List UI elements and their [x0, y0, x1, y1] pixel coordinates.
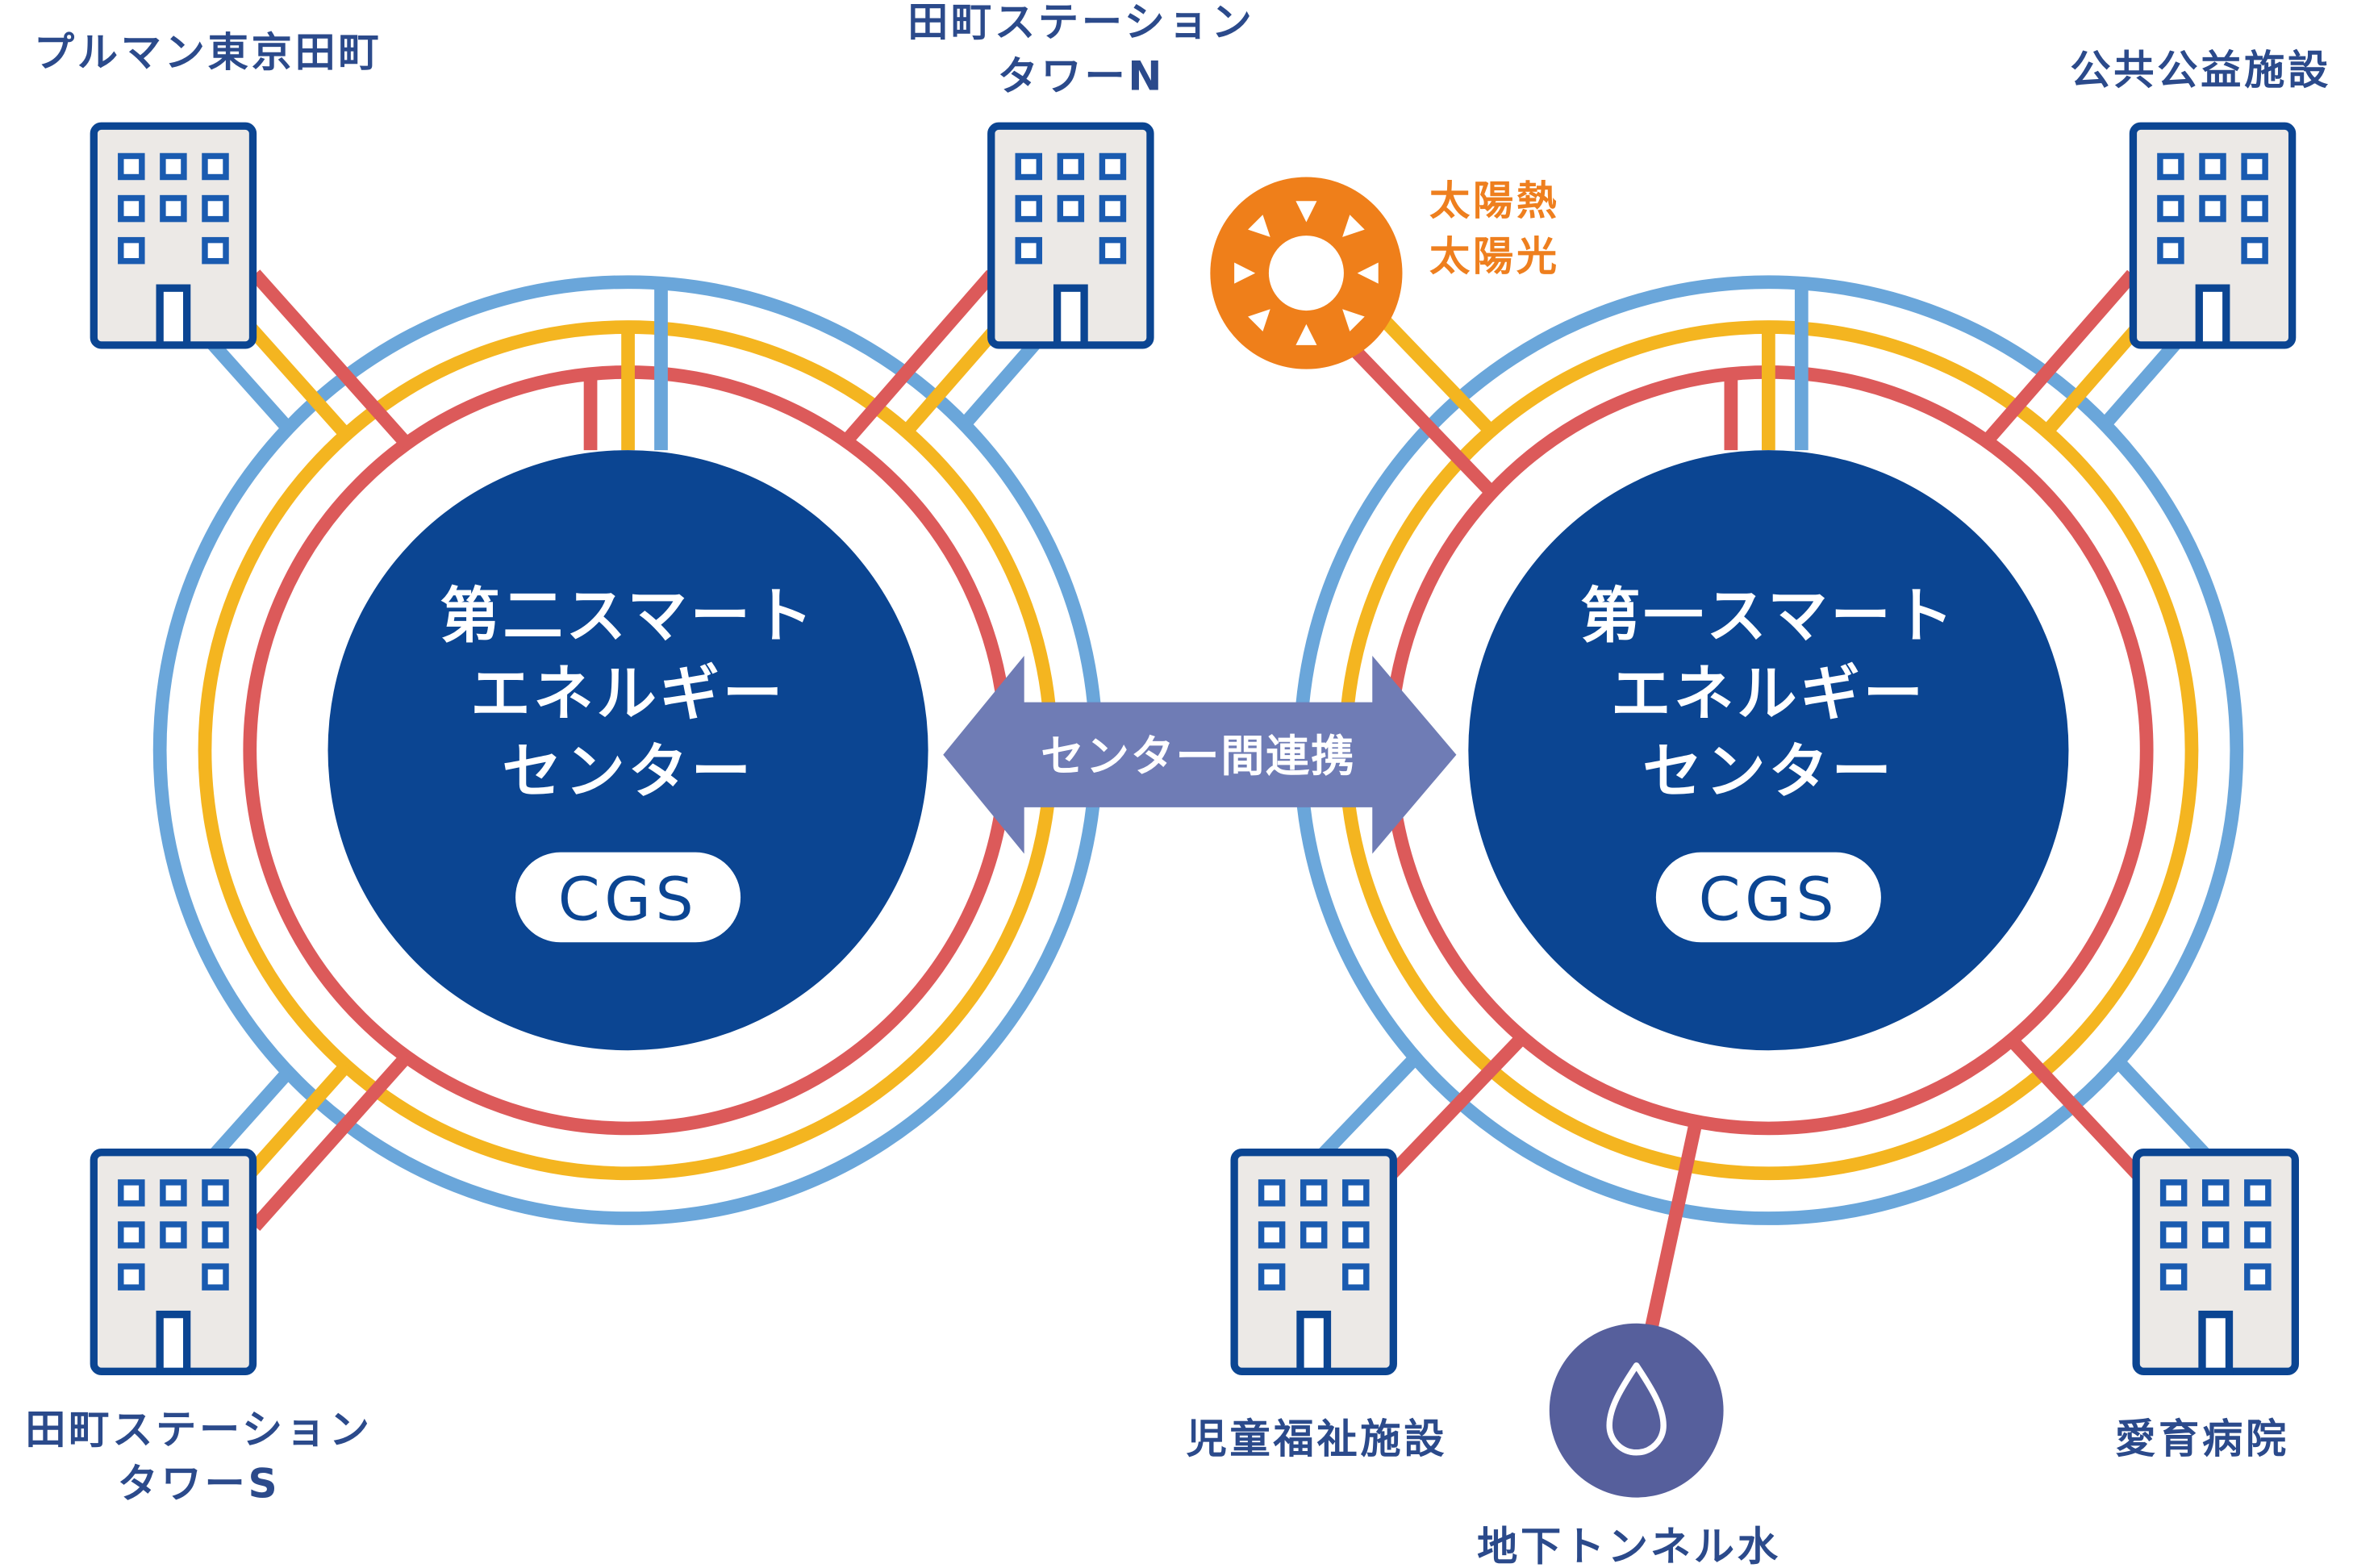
cgs-badge-text: CGS [1699, 864, 1839, 934]
building-label: 愛育病院 [2115, 1415, 2289, 1462]
building-label: 公共公益施設 [2070, 46, 2331, 94]
building-label: タワーN [998, 52, 1166, 100]
center-1-name-line: エネルギー [1611, 658, 1926, 728]
connector-line [1981, 269, 2138, 446]
center-2: 第二スマート エネルギー センター CGS [328, 450, 928, 1051]
center-1-name-line: 第一スマート [1580, 581, 1957, 651]
building-icon [1230, 1149, 1397, 1375]
sun-ray [1342, 309, 1365, 332]
connector-line [249, 1052, 412, 1232]
building-icon [987, 122, 1154, 349]
building-icon [90, 122, 257, 349]
cgs-badge [1655, 852, 1881, 943]
connector-line [1316, 1053, 1421, 1161]
water-label: 地下トンネル水 [1477, 1523, 1781, 1568]
sun-ray [1342, 215, 1365, 237]
water-connector-line [1645, 1118, 1704, 1330]
center-1-name-line: センター [1642, 736, 1895, 807]
building-label: 児童福祉施設 [1187, 1415, 1448, 1462]
water-drop-icon [1549, 1323, 1724, 1498]
building-label: プルマン東京田町 [34, 28, 382, 76]
center-1: 第一スマート エネルギー センター CGS [1468, 450, 2069, 1051]
sun-ray [1248, 309, 1270, 332]
center-2-name-line: センター [502, 736, 754, 807]
solar-source: 太陽熱 太陽光 [1210, 177, 1560, 369]
building-icon [2129, 122, 2297, 349]
sun-ray [1234, 262, 1256, 284]
sun-ray [1295, 323, 1317, 345]
solar-label-line: 太陽熱 [1429, 177, 1560, 224]
solar-label-line: 太陽光 [1429, 232, 1560, 280]
center-1-circle [1468, 450, 2069, 1051]
sun-ray [1295, 201, 1317, 223]
center-link-label: センター間連携 [1041, 731, 1356, 782]
building-icon [2132, 1149, 2299, 1375]
water-source: 地下トンネル水 [1477, 1323, 1781, 1568]
cgs-badge [515, 852, 741, 943]
center-2-name-line: 第二スマート [440, 581, 816, 651]
sun-ray [1248, 215, 1270, 237]
building-icon [90, 1149, 257, 1375]
center-2-circle [328, 450, 928, 1051]
building-label: タワーS [118, 1460, 281, 1508]
building-label: 田町ステーション [907, 0, 1255, 46]
sun-ray [1357, 262, 1379, 284]
connector-line [841, 269, 997, 446]
double-arrow-icon [943, 655, 1457, 854]
center-2-name-line: エネルギー [470, 658, 786, 728]
center-link-arrow: センター間連携 [943, 655, 1457, 854]
connector-line [2113, 1057, 2213, 1161]
connector-line [249, 269, 412, 448]
building-label: 田町ステーション [25, 1406, 373, 1453]
cgs-badge-text: CGS [558, 864, 699, 934]
